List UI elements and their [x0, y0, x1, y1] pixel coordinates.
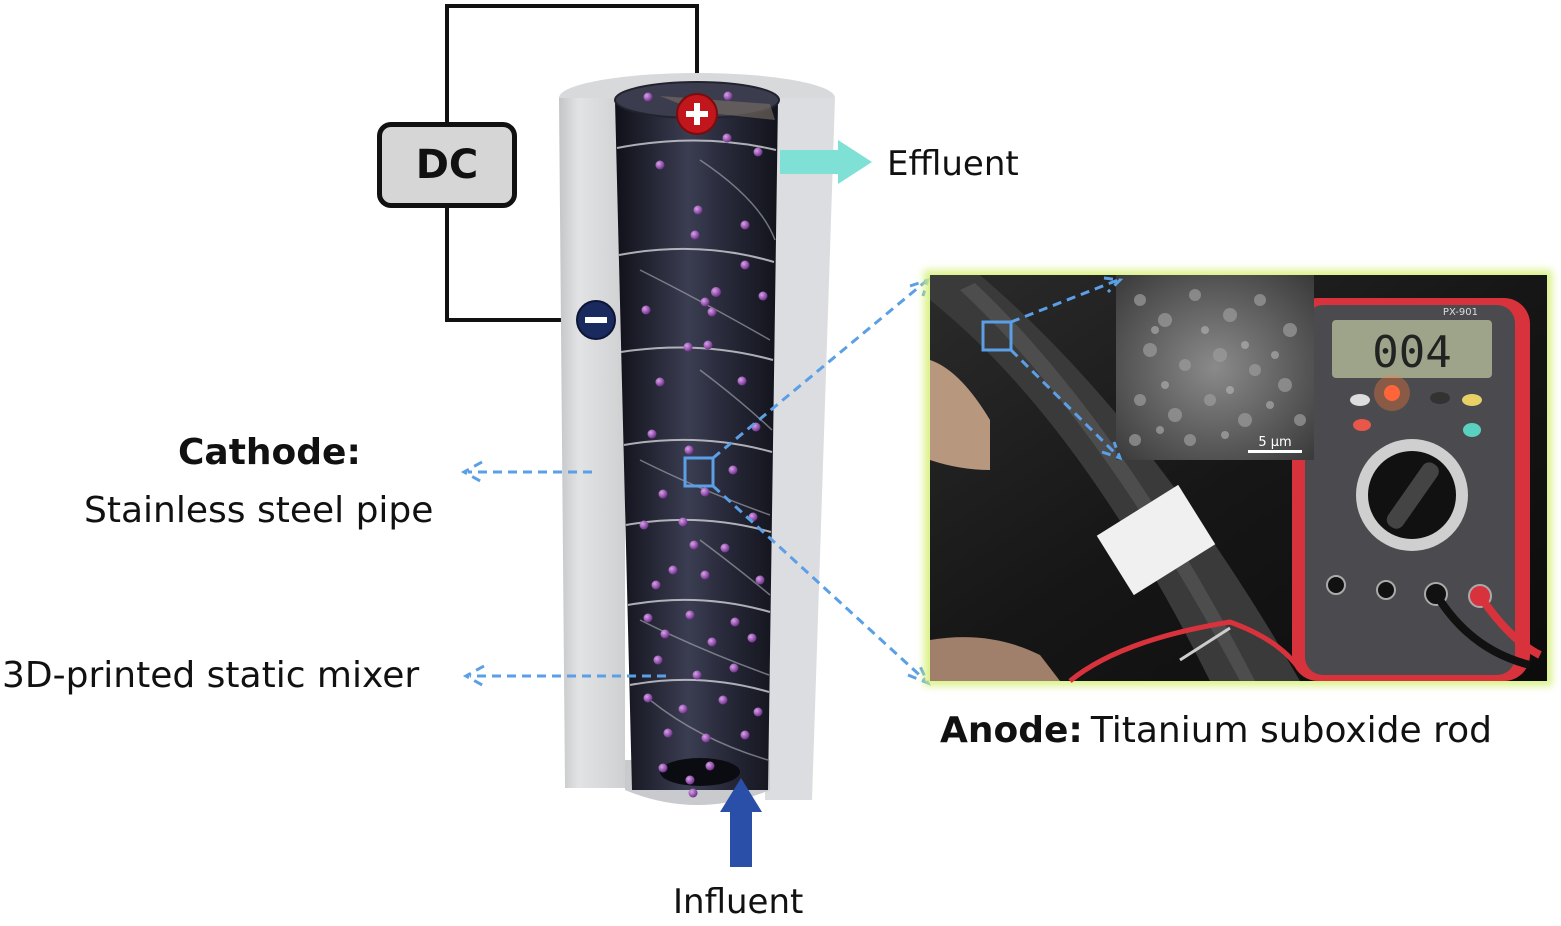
cathode-description: Stainless steel pipe [84, 490, 434, 531]
cathode-title: Cathode: [178, 432, 361, 473]
multimeter: 004 PX-901 [1292, 298, 1542, 681]
positive-terminal-icon [676, 93, 718, 135]
sem-inset: 5 μm [1116, 275, 1314, 460]
multimeter-model: PX-901 [1443, 307, 1478, 318]
dc-power-supply: DC [377, 122, 517, 208]
influent-arrow [720, 778, 762, 867]
static-mixer [614, 81, 780, 790]
cathode-pointer-arrow [460, 460, 592, 484]
influent-label: Influent [673, 882, 804, 922]
anode-label: Anode:Titanium suboxide rod [940, 710, 1492, 751]
effluent-label: Effluent [887, 144, 1019, 184]
negative-terminal-icon [576, 300, 616, 340]
multimeter-reading: 004 [1372, 327, 1451, 378]
circuit-wires [445, 4, 699, 322]
sem-scale-bar-label: 5 μm [1258, 435, 1291, 450]
anode-description: Titanium suboxide rod [1090, 710, 1492, 751]
mixer-pointer-arrow [462, 664, 666, 688]
anode-title: Anode: [940, 710, 1083, 751]
mixer-label: 3D-printed static mixer [2, 655, 420, 696]
anode-photo: 004 PX-901 [924, 270, 1552, 686]
effluent-arrow [780, 140, 872, 184]
